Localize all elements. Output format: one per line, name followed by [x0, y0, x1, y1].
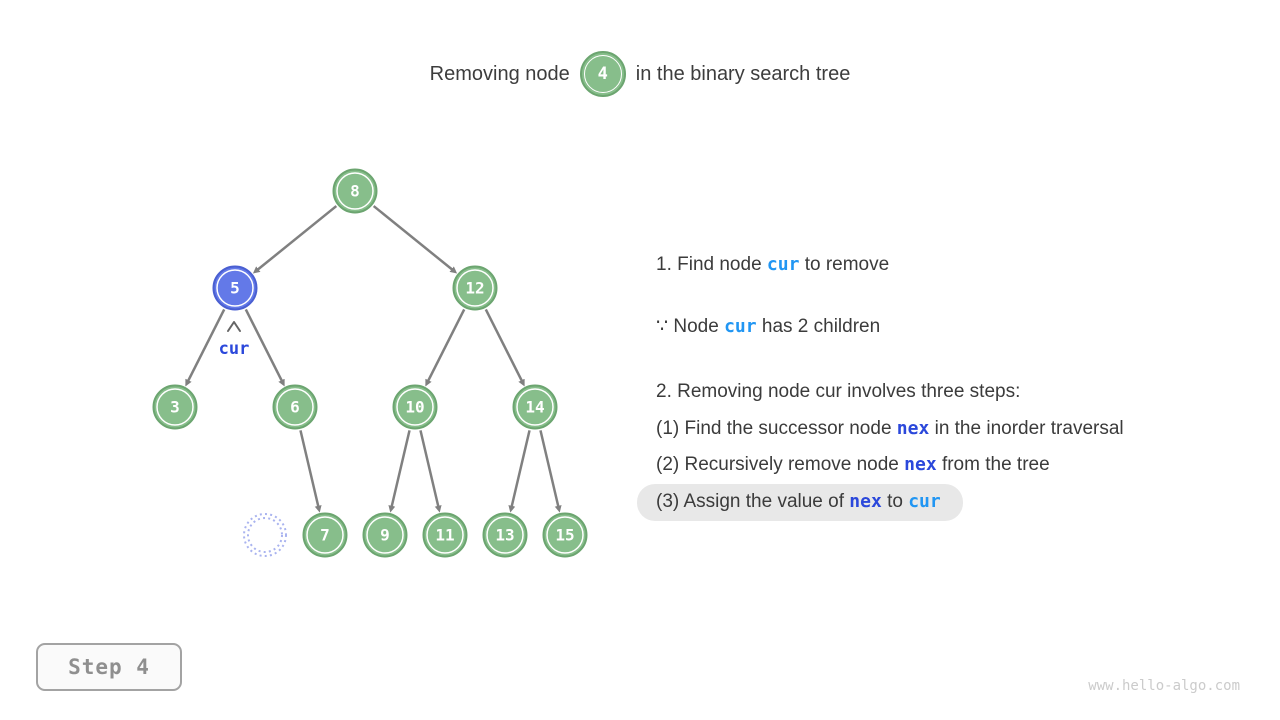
explanation-line: ∵ Node cur has 2 children: [637, 314, 1124, 340]
tree-node-14: 14: [512, 384, 558, 430]
tree-edge-12-10: [425, 308, 466, 387]
text-segment: in the inorder traversal: [929, 418, 1124, 439]
code-token-nex: nex: [849, 491, 882, 512]
tree-node-8: 8: [332, 168, 378, 214]
tree-node-5: 5: [212, 265, 258, 311]
tree-node-value: 6: [290, 398, 300, 417]
title-node-circle: 4: [579, 51, 626, 97]
text-segment: 2. Removing node cur involves three step…: [656, 381, 1021, 402]
code-token-cur: cur: [766, 254, 800, 275]
title-suffix: in the binary search tree: [635, 62, 851, 85]
tree-edge-12-14: [484, 308, 525, 387]
explanation-panel: 1. Find node cur to remove ∵ Node cur has…: [637, 252, 1124, 521]
text-segment: to: [881, 491, 909, 512]
tree-node-placeholder: [243, 513, 287, 557]
explanation-line: (1) Find the successor node nex in the i…: [637, 416, 1124, 442]
code-token-nex: nex: [904, 454, 937, 475]
cur-pointer-label: cur: [219, 339, 250, 359]
text-segment: (3) Assign the value of: [656, 491, 850, 512]
tree-node-value: 8: [350, 182, 360, 201]
tree-edge-10-9: [388, 430, 411, 513]
slide-title: Removing node 4 in the binary search tre…: [0, 51, 1280, 97]
cur-pointer-caret-icon: [227, 321, 241, 332]
tree-node-value: 9: [380, 526, 390, 545]
tree-node-value: 5: [230, 279, 240, 298]
tree-edge-5-6: [244, 308, 285, 387]
tree-node-value: 3: [170, 398, 180, 417]
tree-node-value: 10: [405, 398, 424, 417]
watermark: www.hello-algo.com: [1088, 678, 1240, 694]
tree-edge-5-3: [185, 308, 226, 387]
tree-edge-10-11: [419, 430, 442, 513]
tree-node-6: 6: [272, 384, 318, 430]
title-node-value: 4: [597, 64, 608, 84]
text-segment: 1. Find node: [656, 254, 767, 275]
code-token-cur: cur: [908, 491, 941, 512]
text-segment: to remove: [799, 254, 890, 275]
tree-node-value: 11: [435, 526, 454, 545]
tree-edge-14-13: [508, 430, 531, 513]
tree-node-15: 15: [542, 512, 588, 558]
tree-node-13: 13: [482, 512, 528, 558]
explanation-line: (2) Recursively remove node nex from the…: [637, 452, 1124, 478]
code-token-nex: nex: [896, 418, 930, 439]
tree-node-value: 12: [465, 279, 484, 298]
text-segment: has 2 children: [756, 316, 881, 337]
tree-node-3: 3: [152, 384, 198, 430]
explanation-line-highlighted: (3) Assign the value of nex to cur: [637, 484, 963, 521]
code-token-cur: cur: [724, 316, 757, 337]
tree-node-12: 12: [452, 265, 498, 311]
title-prefix: Removing node: [429, 62, 570, 85]
explanation-line: 2. Removing node cur involves three step…: [637, 379, 1124, 405]
tree-edge-8-5: [252, 205, 338, 274]
tree-node-value: 13: [495, 526, 514, 545]
step-label: Step 4: [68, 655, 150, 679]
tree-node-9: 9: [362, 512, 408, 558]
text-segment: ∵ Node: [656, 316, 725, 337]
tree-node-value: 14: [525, 398, 544, 417]
tree-node-10: 10: [392, 384, 438, 430]
text-segment: (1) Find the successor node: [656, 418, 897, 439]
tree-node-11: 11: [422, 512, 468, 558]
tree-edge-6-7: [299, 430, 322, 513]
text-segment: (2) Recursively remove node: [656, 454, 905, 475]
tree-edge-14-15: [539, 430, 562, 513]
tree-node-7: 7: [302, 512, 348, 558]
tree-node-value: 7: [320, 526, 330, 545]
step-indicator: Step 4: [36, 643, 182, 691]
tree-edge-8-12: [372, 205, 458, 274]
explanation-line: 1. Find node cur to remove: [637, 252, 1124, 278]
tree-node-value: 15: [555, 526, 574, 545]
text-segment: from the tree: [936, 454, 1050, 475]
